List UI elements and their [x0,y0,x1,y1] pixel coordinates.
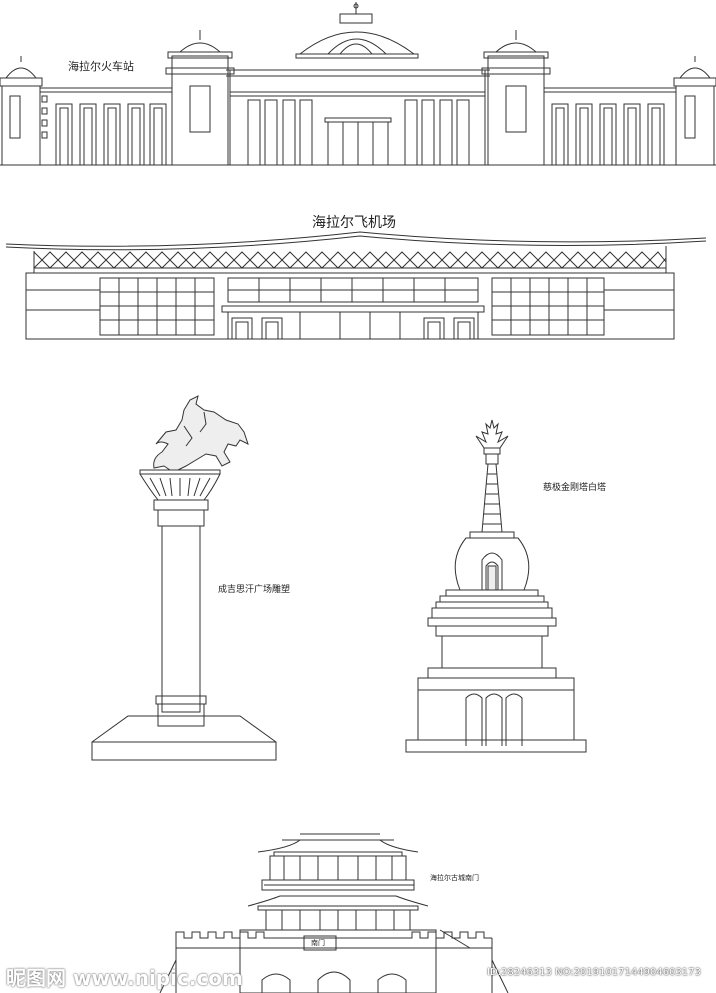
stupa-label: 慈极金刚塔白塔 [543,483,607,493]
airport-drawing [6,232,706,339]
railway-station-label: 海拉尔火车站 [68,60,134,73]
statue-label: 成吉思汗广场雕塑 [218,585,291,595]
south-gate-label: 海拉尔古城南门 [430,874,479,882]
railway-station-drawing [0,2,716,165]
watermark-site: 昵图网 www.nipic.com [6,966,243,990]
stupa-drawing [406,420,586,752]
watermark-id: ID:28246313 NO:20191017144904603173 [487,967,701,978]
airport-label: 海拉尔飞机场 [312,215,396,231]
south-gate-drawing [160,834,508,993]
statue-drawing [92,396,276,760]
gate-plaque-text: 南门 [311,939,325,947]
